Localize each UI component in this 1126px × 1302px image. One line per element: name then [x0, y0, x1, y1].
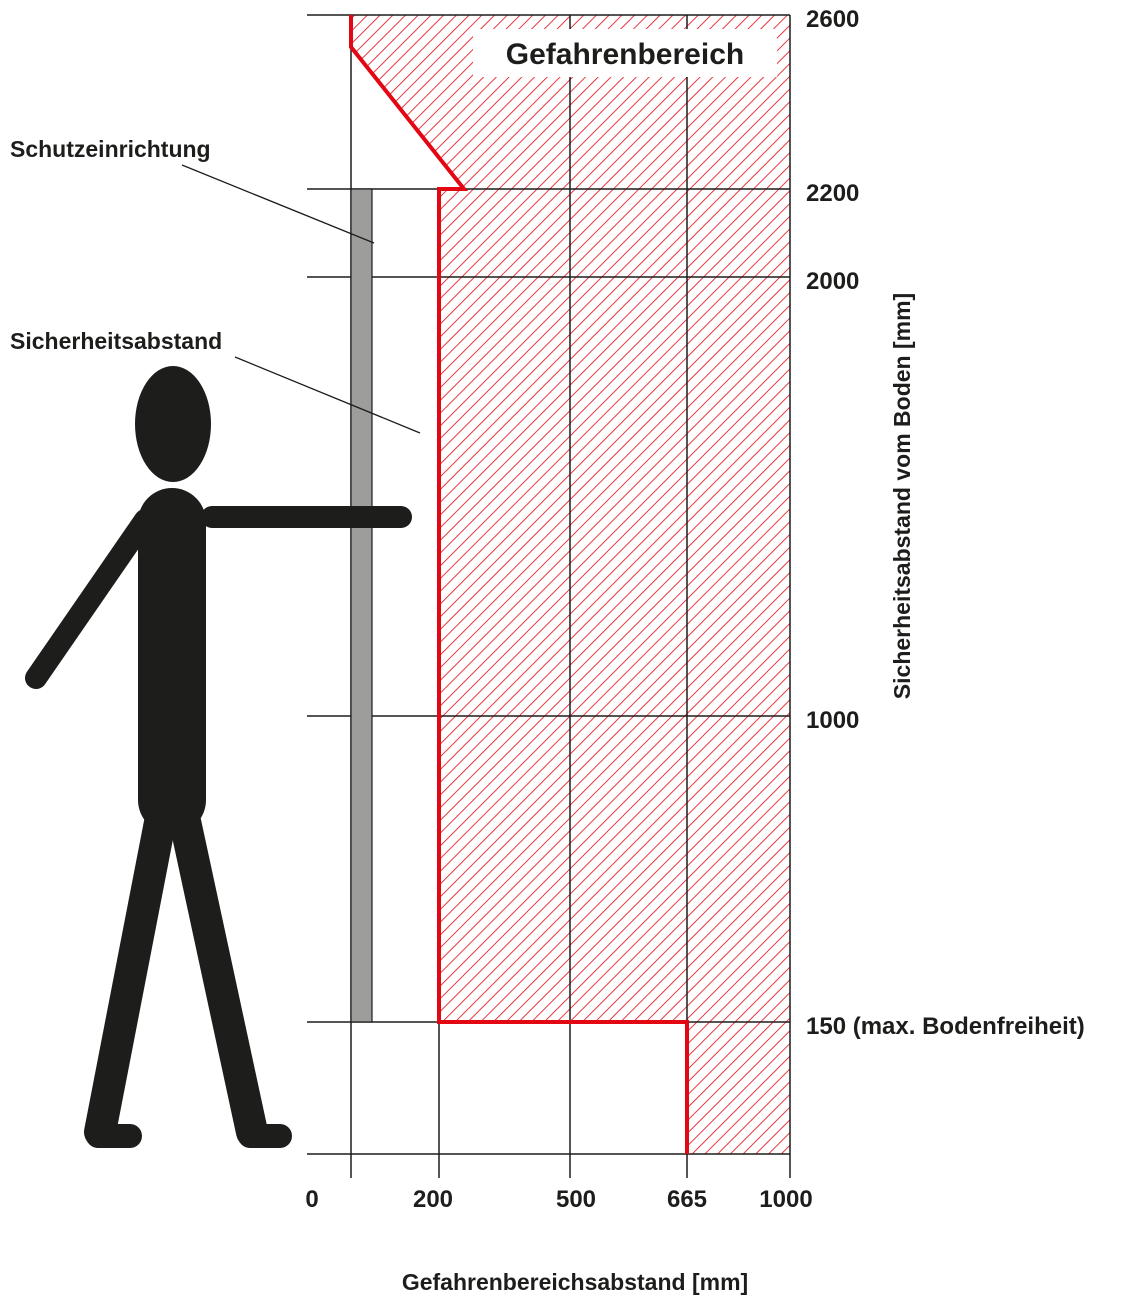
person-left-leg [84, 796, 178, 1148]
x-tick-label: 500 [556, 1186, 596, 1213]
y-axis-ticks: 2600 2200 2000 1000 150 (max. Bodenfreih… [806, 6, 1085, 1040]
x-axis-ticks: 0 200 500 665 1000 [305, 1186, 812, 1213]
y-axis-title: Sicherheitsabstand vom Boden [mm] [889, 293, 915, 699]
x-tick-label: 0 [305, 1186, 318, 1213]
y-tick-label: 150 (max. Bodenfreiheit) [806, 1013, 1085, 1040]
danger-zone-title: Gefahrenbereich [473, 29, 777, 77]
safety-distance-label: Sicherheitsabstand [10, 328, 222, 354]
boundary-top-slope [349, 15, 689, 1154]
x-tick-label: 1000 [759, 1186, 812, 1213]
person-head [135, 366, 211, 482]
guard-leader-line [181, 164, 375, 244]
y-tick-label: 2600 [806, 6, 859, 33]
person-figure-icon [25, 366, 412, 1148]
y-tick-label: 1000 [806, 707, 859, 734]
danger-zone-title-box [473, 29, 777, 77]
danger-zone-boundary [349, 15, 689, 1154]
x-axis-title: Gefahrenbereichsabstand [mm] [402, 1269, 748, 1295]
person-back-arm [25, 509, 156, 689]
y-tick-label: 2200 [806, 180, 859, 207]
x-tick-label: 665 [667, 1186, 707, 1213]
person-right-leg [167, 796, 268, 1148]
x-tick-label: 200 [413, 1186, 453, 1213]
safety-distance-leader-line [234, 356, 421, 434]
person-torso [138, 488, 206, 834]
y-tick-label: 2000 [806, 268, 859, 295]
guard-post [350, 188, 373, 1023]
guard-label: Schutzeinrichtung [10, 136, 211, 162]
danger-zone-label: Gefahrenbereich [506, 38, 744, 71]
